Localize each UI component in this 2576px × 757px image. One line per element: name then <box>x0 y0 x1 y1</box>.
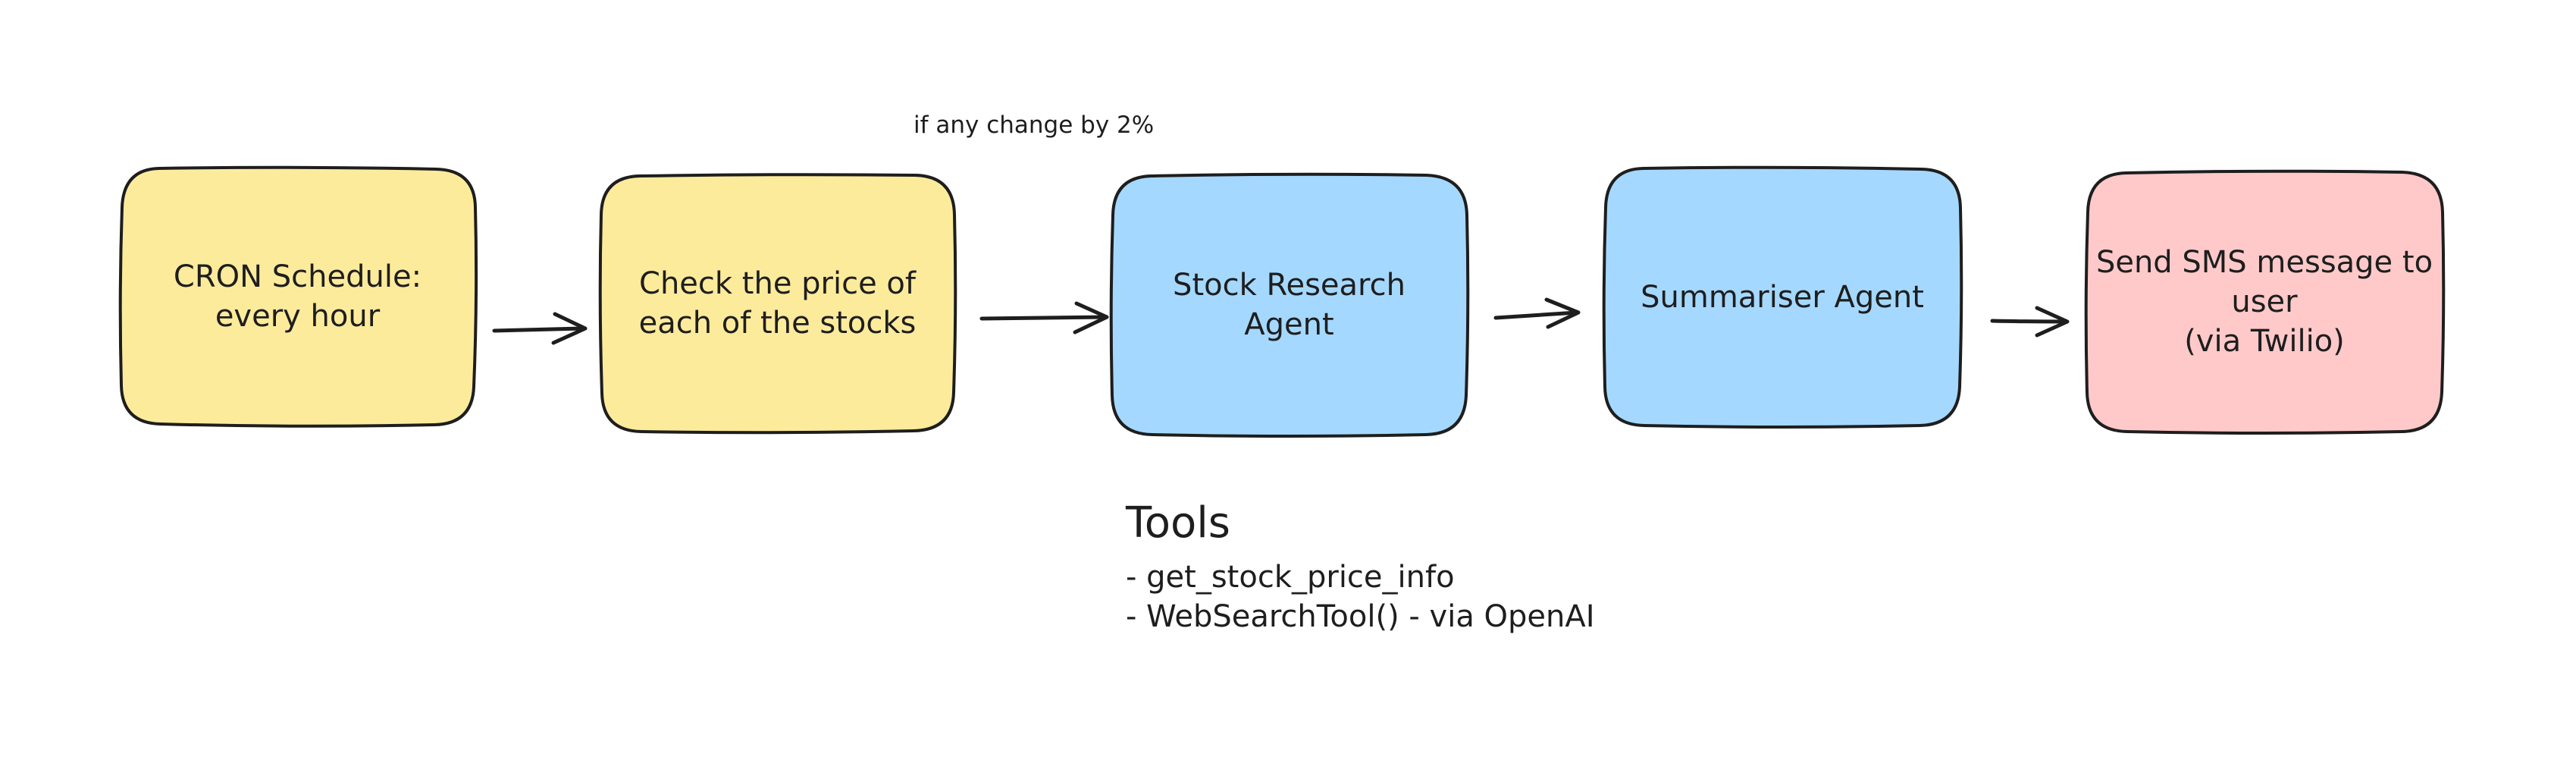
node-cron-schedule[interactable]: CRON Schedule: every hour <box>118 165 478 428</box>
node-send-sms[interactable]: Send SMS message to user (via Twilio) <box>2083 169 2446 435</box>
tool-item: - get_stock_price_info <box>1126 560 1455 595</box>
node-shape <box>598 173 957 435</box>
edge-check-to-research <box>979 301 1109 335</box>
node-label: Summariser Agent <box>1641 279 1924 315</box>
node-check-price[interactable]: Check the price of each of the stocks <box>597 172 957 435</box>
edge-cron-to-check <box>492 312 588 345</box>
node-shape <box>1109 172 1470 438</box>
edge-research-to-summariser <box>1493 297 1581 329</box>
node-label: Send SMS message to user (via Twilio) <box>2095 245 2433 359</box>
tools-title: Tools <box>1126 498 1230 548</box>
node-label: Stock Research Agent <box>1173 268 1406 342</box>
tools-list: - get_stock_price_info - WebSearchTool()… <box>1126 558 1595 636</box>
node-shape <box>118 165 478 428</box>
node-label: CRON Schedule: every hour <box>173 259 422 334</box>
node-shape <box>2084 169 2446 435</box>
tools-section: Tools - get_stock_price_info - WebSearch… <box>1126 497 1595 636</box>
edge-label-price-change: if any change by 2% <box>914 112 1155 139</box>
node-shape <box>1602 165 1963 429</box>
edge-summariser-to-sms <box>1990 306 2070 338</box>
tool-item: - WebSearchTool() - via OpenAI <box>1126 599 1595 634</box>
node-summariser-agent[interactable]: Summariser Agent <box>1601 165 1963 429</box>
node-stock-research-agent[interactable]: Stock Research Agent <box>1108 172 1470 438</box>
node-label: Check the price of each of the stocks <box>638 265 917 341</box>
